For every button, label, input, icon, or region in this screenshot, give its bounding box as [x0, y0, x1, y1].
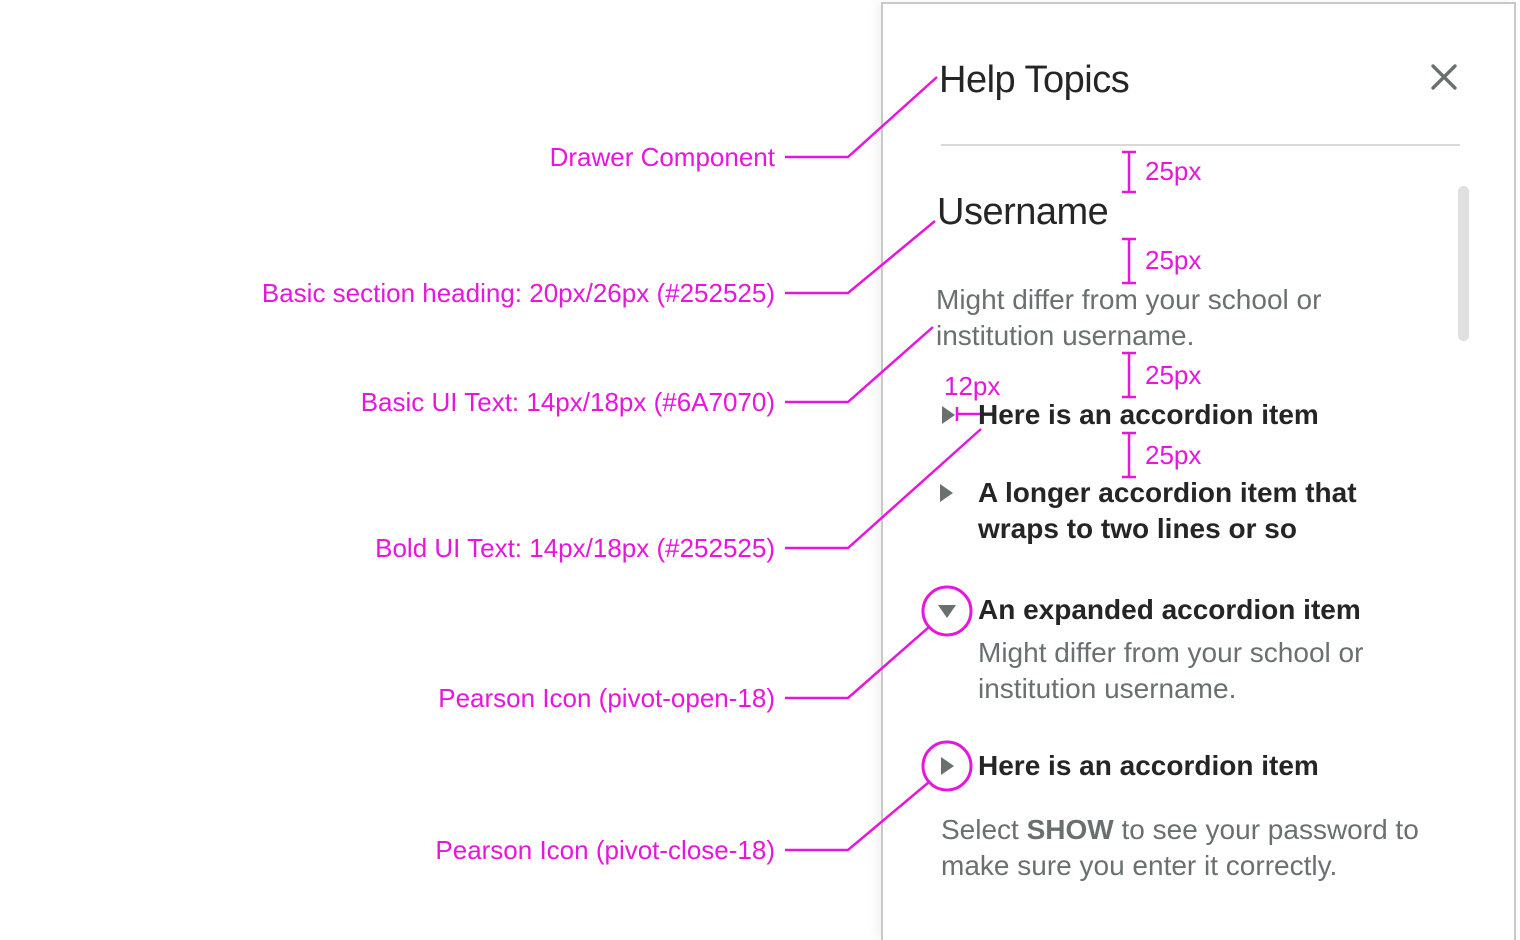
accordion-item-3-body: Might differ from your school or institu…: [978, 637, 1364, 704]
pivot-close-icon[interactable]: [940, 484, 953, 502]
annotation-label-bold-ui-text: Bold UI Text: 14px/18px (#252525): [375, 533, 775, 563]
annotation-label-pivot-close: Pearson Icon (pivot-close-18): [435, 835, 775, 865]
password-hint-text: Select SHOW to see your password to make…: [941, 812, 1446, 884]
measurement-label-12px: 12px: [944, 371, 1001, 401]
accordion-item-1[interactable]: Here is an accordion item: [978, 399, 1319, 430]
measurement-label-25px: 25px: [1145, 360, 1202, 390]
password-hint-prefix: Select: [941, 814, 1027, 845]
section-heading: Username: [937, 191, 1109, 233]
annotation-label-pivot-open: Pearson Icon (pivot-open-18): [438, 683, 775, 713]
accordion-item-3-expanded[interactable]: An expanded accordion item: [978, 594, 1361, 625]
drawer-header-divider: [941, 144, 1460, 146]
pivot-close-icon[interactable]: [942, 406, 955, 424]
password-hint-bold: SHOW: [1026, 814, 1114, 845]
measurement-label-25px: 25px: [1145, 156, 1202, 186]
password-hint-suffix: to see your password to make sure you en…: [941, 814, 1419, 881]
measurement-label-25px: 25px: [1145, 245, 1202, 275]
close-icon: [1431, 64, 1457, 90]
pivot-close-icon[interactable]: [941, 757, 954, 775]
section-body-text: Might differ from your school or institu…: [936, 284, 1322, 351]
annotation-label-basic-ui-text: Basic UI Text: 14px/18px (#6A7070): [360, 387, 775, 417]
measurement-label-25px: 25px: [1145, 440, 1202, 470]
accordion-item-4[interactable]: Here is an accordion item: [978, 750, 1319, 781]
drawer-title: Help Topics: [939, 59, 1130, 101]
annotation-label-drawer-component: Drawer Component: [549, 142, 775, 172]
accordion-item-2[interactable]: A longer accordion item that wraps to tw…: [978, 477, 1357, 544]
scrollbar-thumb[interactable]: [1458, 186, 1469, 341]
help-drawer-panel: [881, 2, 1516, 940]
close-button[interactable]: [1423, 56, 1465, 98]
pivot-open-icon[interactable]: [938, 605, 956, 618]
annotation-label-section-heading: Basic section heading: 20px/26px (#25252…: [261, 278, 775, 308]
